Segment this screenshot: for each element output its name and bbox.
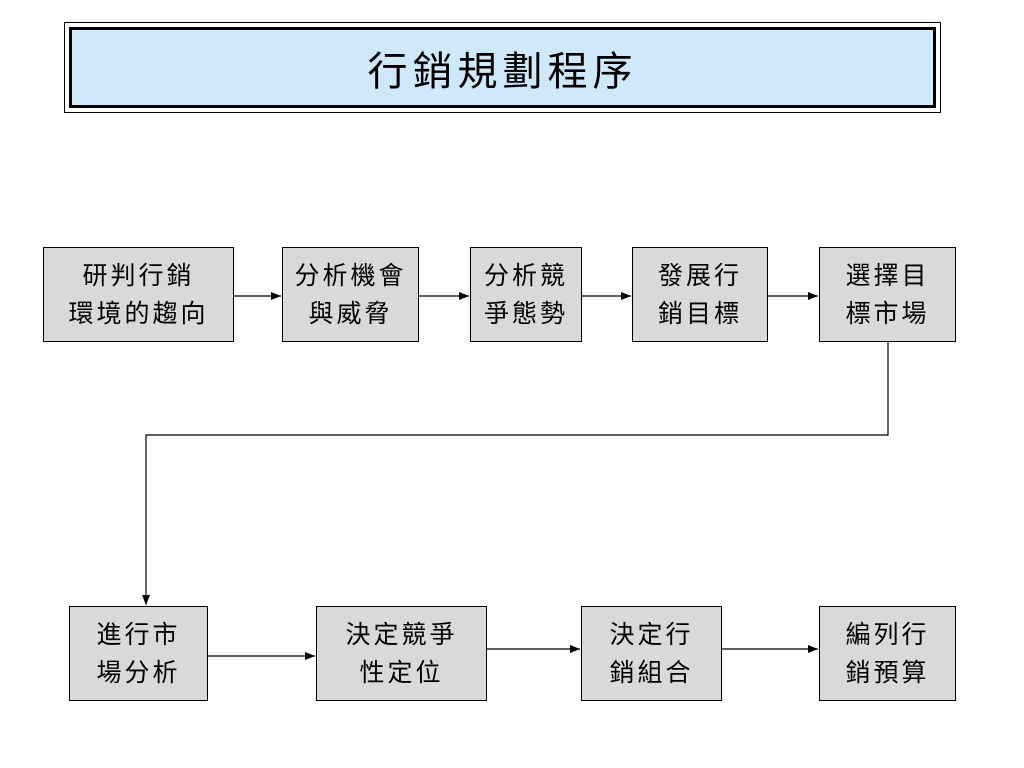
step-8-box: 決定行 銷組合 <box>581 606 722 701</box>
step-6-box: 進行市 場分析 <box>69 606 208 701</box>
step-9-box: 編列行 銷預算 <box>819 606 956 701</box>
step-8-line-2: 銷組合 <box>609 657 694 687</box>
step-9-line-1: 編列行 <box>845 619 930 649</box>
step-4-box: 發展行 銷目標 <box>632 247 768 342</box>
step-1-line-2: 環境的趨向 <box>68 298 209 328</box>
step-8-line-1: 決定行 <box>609 619 694 649</box>
step-2-line-1: 分析機會 <box>294 260 407 290</box>
step-6-line-2: 場分析 <box>96 657 181 687</box>
title-frame: 行銷規劃程序 <box>64 22 941 113</box>
step-2-line-2: 與威脅 <box>308 298 393 328</box>
step-7-line-2: 性定位 <box>359 657 444 687</box>
step-6-line-1: 進行市 <box>96 619 181 649</box>
step-7-line-1: 決定競爭 <box>345 619 458 649</box>
step-7-box: 決定競爭 性定位 <box>316 606 487 701</box>
step-3-box: 分析競 爭態勢 <box>470 247 582 342</box>
step-2-box: 分析機會 與威脅 <box>282 247 419 342</box>
step-5-line-2: 標市場 <box>845 298 930 328</box>
arrow-5-6 <box>142 341 889 605</box>
step-4-line-1: 發展行 <box>657 260 742 290</box>
step-4-line-2: 銷目標 <box>657 298 742 328</box>
step-5-box: 選擇目 標市場 <box>819 247 956 342</box>
step-1-box: 研判行銷 環境的趨向 <box>43 247 234 342</box>
step-9-line-2: 銷預算 <box>845 657 930 687</box>
step-1-line-1: 研判行銷 <box>82 260 195 290</box>
step-3-line-2: 爭態勢 <box>483 298 568 328</box>
title-box: 行銷規劃程序 <box>69 27 936 108</box>
step-5-line-1: 選擇目 <box>845 260 930 290</box>
diagram-title: 行銷規劃程序 <box>367 48 638 95</box>
step-3-line-1: 分析競 <box>483 260 568 290</box>
